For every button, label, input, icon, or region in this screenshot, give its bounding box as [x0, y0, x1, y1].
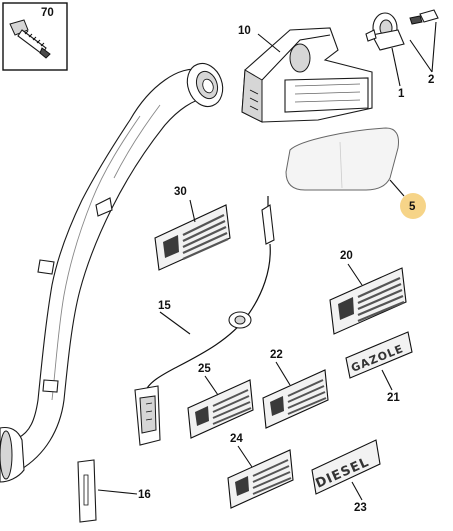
- callout-5: 5: [409, 201, 416, 213]
- callout-25: 25: [198, 363, 211, 375]
- callout-2: 2: [428, 74, 434, 86]
- callout-30: 30: [174, 186, 187, 198]
- callout-21: 21: [387, 392, 400, 404]
- label-plate-22: [262, 369, 329, 429]
- label-plate-20: [329, 267, 407, 335]
- callout-23: 23: [354, 502, 367, 514]
- label-plate-25: [187, 379, 254, 439]
- fuel-flap-door: [285, 127, 399, 191]
- callout-10: 10: [238, 25, 251, 37]
- callout-16: 16: [138, 489, 151, 501]
- callout-numbers: 10 1 2 5 30 20 15 22 25 21 24 16 23: [138, 25, 434, 514]
- callout-24: 24: [230, 433, 243, 445]
- release-cable: [134, 196, 275, 446]
- label-plate-24: [227, 449, 294, 509]
- gazole-badge: GAZOLE: [345, 331, 413, 379]
- label-plate-30: [154, 204, 231, 271]
- callout-70: 70: [41, 7, 54, 19]
- filler-cap-assembly: [365, 9, 439, 51]
- callout-20: 20: [340, 250, 353, 262]
- callout-22: 22: [270, 349, 283, 361]
- blanking-plug: [77, 459, 97, 523]
- callout-5-highlight: [400, 193, 426, 219]
- callout-1: 1: [398, 88, 405, 100]
- diesel-badge: DIESEL: [311, 439, 381, 495]
- leader-lines: [97, 21, 437, 501]
- screw-icon: [9, 19, 51, 59]
- callout-15: 15: [158, 300, 171, 312]
- filler-neck-pipe: [0, 62, 224, 483]
- screw-inset-box: 70: [2, 2, 68, 71]
- filler-housing: [241, 27, 373, 123]
